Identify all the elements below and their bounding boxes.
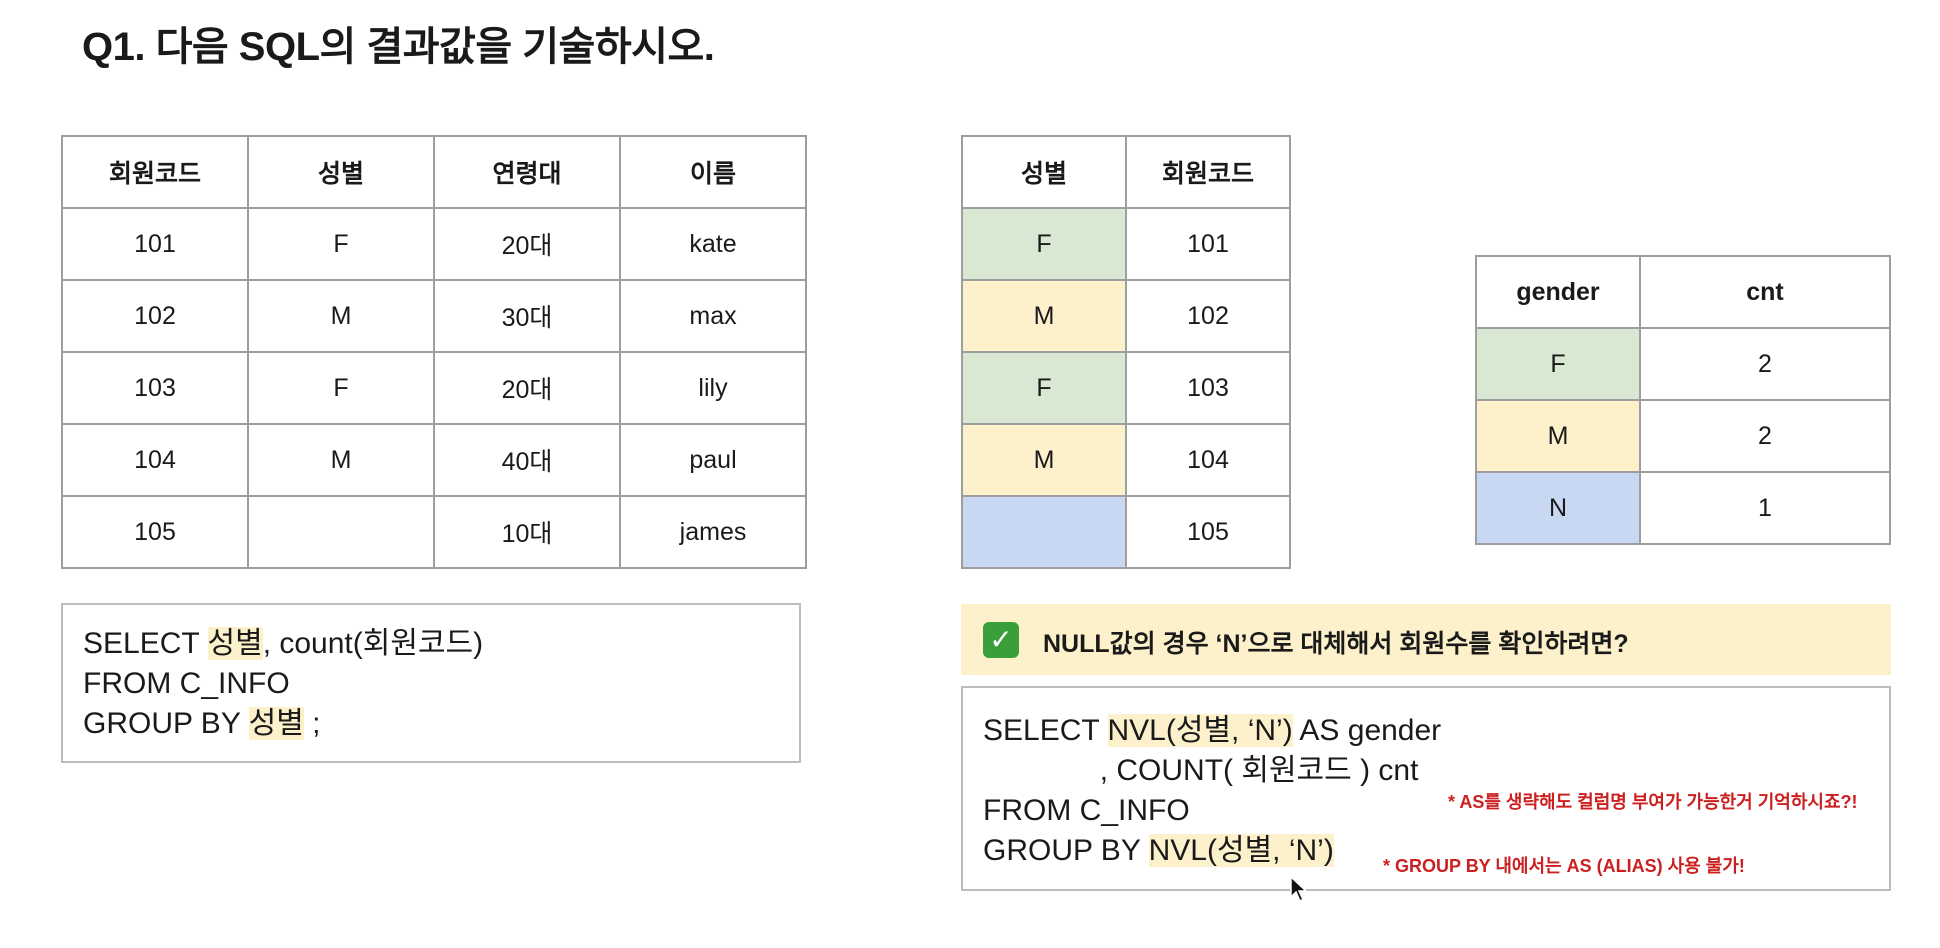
table-cell: james bbox=[619, 495, 807, 569]
table-row: 103 F 20대 lily bbox=[61, 351, 807, 425]
table-cell: F bbox=[247, 207, 435, 281]
table-cell: 20대 bbox=[433, 207, 621, 281]
gender-cell: F bbox=[961, 207, 1127, 281]
header-cell: cnt bbox=[1639, 255, 1891, 329]
code-text: SELECT bbox=[983, 714, 1108, 747]
table-cell: 104 bbox=[1125, 423, 1291, 497]
members-table: 회원코드 성별 연령대 이름 101 F 20대 kate 102 M 30대 … bbox=[61, 135, 807, 569]
table-cell: 30대 bbox=[433, 279, 621, 353]
header-cell: 이름 bbox=[619, 135, 807, 209]
code-text: GROUP BY bbox=[83, 707, 249, 740]
tip-text: NULL값의 경우 ‘N’으로 대체해서 회원수를 확인하려면? bbox=[1043, 630, 1629, 658]
gender-cell: F bbox=[1475, 327, 1641, 401]
gender-cell: M bbox=[961, 423, 1127, 497]
table-cell: M bbox=[247, 279, 435, 353]
table-row: 104 M 40대 paul bbox=[61, 423, 807, 497]
header-cell: 성별 bbox=[961, 135, 1127, 209]
tip-banner: ✓ NULL값의 경우 ‘N’으로 대체해서 회원수를 확인하려면? bbox=[961, 604, 1891, 675]
groupby-note: * GROUP BY 내에서는 AS (ALIAS) 사용 불가! bbox=[1383, 856, 1745, 876]
table-cell: 104 bbox=[61, 423, 249, 497]
table-cell: 20대 bbox=[433, 351, 621, 425]
code-line: , COUNT( 회원코드 ) cnt bbox=[983, 754, 1419, 787]
table-row: M 2 bbox=[1475, 399, 1891, 473]
code-highlight: NVL(성별, ‘N’) bbox=[1148, 834, 1334, 867]
code-line: FROM C_INFO bbox=[83, 667, 290, 700]
gender-code-table: 성별 회원코드 F 101 M 102 F 103 M 104 105 bbox=[961, 135, 1291, 569]
count-cell: 2 bbox=[1639, 327, 1891, 401]
table-cell: 103 bbox=[1125, 351, 1291, 425]
header-cell: 회원코드 bbox=[1125, 135, 1291, 209]
table-cell: 102 bbox=[1125, 279, 1291, 353]
gender-cell bbox=[961, 495, 1127, 569]
table-row: N 1 bbox=[1475, 471, 1891, 545]
table-cell: 101 bbox=[61, 207, 249, 281]
table-row: M 104 bbox=[961, 423, 1291, 497]
table-cell: M bbox=[247, 423, 435, 497]
header-cell: gender bbox=[1475, 255, 1641, 329]
code-text: SELECT bbox=[83, 627, 208, 660]
count-cell: 1 bbox=[1639, 471, 1891, 545]
table-row: F 103 bbox=[961, 351, 1291, 425]
code-text: ; bbox=[303, 707, 321, 740]
code-line: SELECT 성별, count(회원코드) bbox=[83, 624, 799, 664]
question-title: Q1. 다음 SQL의 결과값을 기술하시오. bbox=[82, 25, 715, 69]
table-row: 101 F 20대 kate bbox=[61, 207, 807, 281]
result-count-table: gender cnt F 2 M 2 N 1 bbox=[1475, 255, 1891, 545]
table-row: 102 M 30대 max bbox=[61, 279, 807, 353]
table-cell: 105 bbox=[61, 495, 249, 569]
code-line: FROM C_INFO bbox=[983, 794, 1190, 827]
table-cell bbox=[247, 495, 435, 569]
table-cell: lily bbox=[619, 351, 807, 425]
table-header-row: gender cnt bbox=[1475, 255, 1891, 329]
table-row: M 102 bbox=[961, 279, 1291, 353]
count-cell: 2 bbox=[1639, 399, 1891, 473]
table-cell: 10대 bbox=[433, 495, 621, 569]
code-text: GROUP BY bbox=[983, 834, 1149, 867]
code-highlight: 성별 bbox=[248, 707, 304, 740]
mouse-cursor-icon bbox=[1290, 876, 1308, 902]
table-header-row: 성별 회원코드 bbox=[961, 135, 1291, 209]
table-cell: 102 bbox=[61, 279, 249, 353]
gender-cell: F bbox=[961, 351, 1127, 425]
code-highlight: NVL(성별, ‘N’) bbox=[1107, 714, 1293, 747]
gender-cell: N bbox=[1475, 471, 1641, 545]
alias-note: * AS를 생략해도 컬럼명 부여가 가능한거 기억하시죠?! bbox=[1448, 792, 1858, 812]
table-row: F 2 bbox=[1475, 327, 1891, 401]
table-row: 105 bbox=[961, 495, 1291, 569]
table-cell: 101 bbox=[1125, 207, 1291, 281]
code-highlight: 성별 bbox=[207, 627, 263, 660]
header-cell: 회원코드 bbox=[61, 135, 249, 209]
table-cell: kate bbox=[619, 207, 807, 281]
header-cell: 연령대 bbox=[433, 135, 621, 209]
table-cell: F bbox=[247, 351, 435, 425]
header-cell: 성별 bbox=[247, 135, 435, 209]
table-header-row: 회원코드 성별 연령대 이름 bbox=[61, 135, 807, 209]
table-row: F 101 bbox=[961, 207, 1291, 281]
table-cell: max bbox=[619, 279, 807, 353]
code-line: SELECT NVL(성별, ‘N’) AS gender bbox=[983, 711, 1889, 751]
code-line: GROUP BY NVL(성별, ‘N’) bbox=[983, 831, 1889, 871]
code-text: AS gender bbox=[1292, 714, 1442, 747]
check-icon: ✓ bbox=[983, 622, 1019, 658]
code-text: , count(회원코드) bbox=[262, 627, 484, 660]
table-cell: 105 bbox=[1125, 495, 1291, 569]
nvl-query-box: SELECT NVL(성별, ‘N’) AS gender , COUNT( 회… bbox=[961, 686, 1891, 891]
code-line: GROUP BY 성별 ; bbox=[83, 704, 799, 744]
table-cell: 40대 bbox=[433, 423, 621, 497]
gender-cell: M bbox=[961, 279, 1127, 353]
gender-cell: M bbox=[1475, 399, 1641, 473]
table-cell: paul bbox=[619, 423, 807, 497]
table-row: 105 10대 james bbox=[61, 495, 807, 569]
table-cell: 103 bbox=[61, 351, 249, 425]
